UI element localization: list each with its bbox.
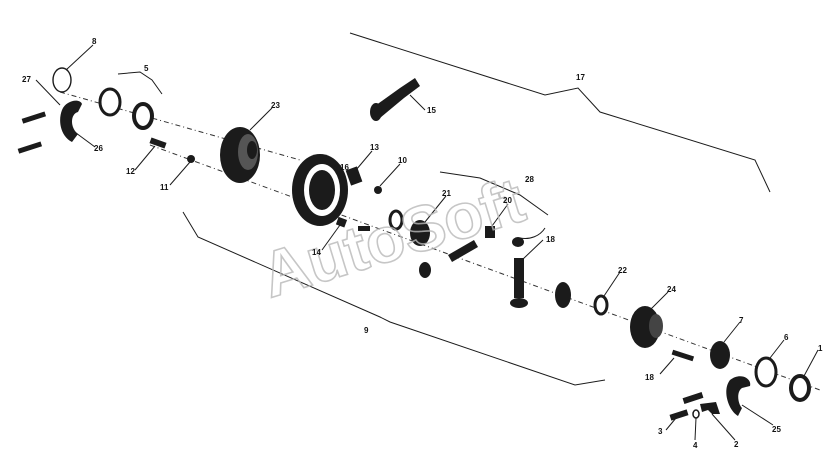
callout-16: 16 (340, 163, 349, 172)
part-21-gear (410, 220, 430, 246)
callout-21: 21 (442, 189, 451, 198)
callout-23: 23 (271, 101, 280, 110)
callout-5: 5 (144, 64, 149, 73)
callout-18-upper: 18 (546, 235, 555, 244)
callout-12: 12 (126, 167, 135, 176)
callout-4: 4 (693, 441, 698, 450)
leader-lines (35, 44, 819, 441)
part-23-gear-drum (220, 127, 260, 183)
assembly-brackets (117, 32, 771, 386)
part-spring (448, 240, 478, 262)
part-7-gear (710, 341, 730, 369)
part-24-gear (630, 306, 663, 348)
callout-3: 3 (658, 427, 663, 436)
callout-25: 25 (772, 425, 781, 434)
callout-8: 8 (92, 37, 97, 46)
part-25-housing (726, 376, 751, 416)
part-26-housing (60, 100, 82, 142)
part-11-nut (187, 155, 195, 163)
callout-18-lower: 18 (645, 373, 654, 382)
bracket-28 (439, 171, 549, 216)
bracket-9 (182, 211, 606, 386)
part-8-o-ring (52, 67, 72, 93)
callout-10: 10 (398, 156, 407, 165)
part-18-plunger (514, 258, 524, 298)
part-bolt-upper (682, 392, 704, 404)
callout-13: 13 (370, 143, 379, 152)
callout-6: 6 (784, 333, 789, 342)
part-3-bolt (669, 409, 689, 421)
part-1-seal (789, 374, 811, 402)
part-small-gear (419, 262, 431, 278)
callout-2: 2 (734, 440, 739, 449)
part-18-spring (519, 227, 546, 239)
part-16-ring-gear (292, 154, 348, 226)
part-18-cap (512, 237, 524, 247)
part-12-bolt (149, 137, 167, 149)
parts (17, 67, 811, 421)
callout-7: 7 (739, 316, 744, 325)
part-6-bearing (754, 356, 778, 388)
part-washer (388, 209, 404, 231)
bracket-17 (349, 32, 771, 193)
bracket-5 (117, 71, 163, 95)
callout-20: 20 (503, 196, 512, 205)
callout-22: 22 (618, 266, 627, 275)
part-27-bolt-upper (21, 111, 47, 124)
callout-1: 1 (818, 344, 823, 353)
part-4-washer (692, 409, 700, 419)
part-18-bolt (671, 349, 695, 362)
part-5-bearing (98, 87, 122, 117)
part-pinion (555, 282, 571, 308)
callout-labels: 1 2 3 4 5 6 7 8 9 10 11 12 13 14 15 16 1… (22, 37, 823, 450)
part-15-shaft (370, 78, 420, 121)
assembly-axis (59, 91, 821, 391)
part-20-clip (485, 226, 495, 238)
callout-17: 17 (576, 73, 585, 82)
part-27-bolt-lower (17, 141, 43, 154)
part-14-stud (358, 226, 370, 231)
part-2-bracket (700, 402, 720, 414)
part-22-washer (593, 294, 609, 316)
callout-9: 9 (364, 326, 369, 335)
part-18-base (510, 298, 528, 308)
callout-24: 24 (667, 285, 676, 294)
part-14-bolt (335, 216, 348, 228)
callout-14: 14 (312, 248, 321, 257)
part-13-pin (345, 166, 363, 186)
callout-11: 11 (160, 183, 169, 192)
callout-27: 27 (22, 75, 31, 84)
part-5-seal (132, 102, 154, 130)
part-10-nut (374, 186, 382, 194)
callout-26: 26 (94, 144, 103, 153)
callout-15: 15 (427, 106, 436, 115)
callout-28: 28 (525, 175, 534, 184)
